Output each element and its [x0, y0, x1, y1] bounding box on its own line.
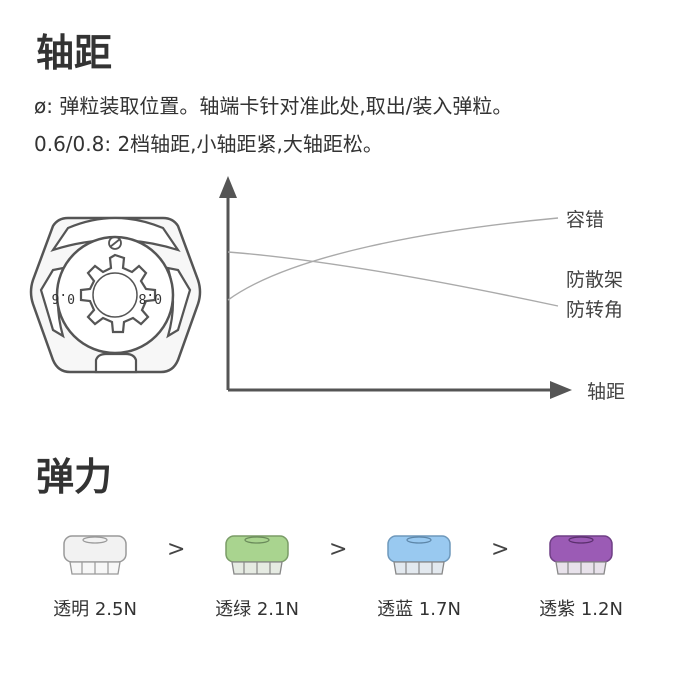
curve-anti-loosen — [227, 251, 559, 307]
x-axis-arrow — [550, 381, 572, 399]
spring-caption-green: 透绿 2.1N — [215, 599, 299, 620]
spring-icon-clear — [63, 535, 127, 575]
spring-icon-blue — [387, 535, 451, 575]
wheel-label-left: 0.6 — [52, 290, 75, 305]
spring-icon-purple — [549, 535, 613, 575]
description-line-1: ø: 弹粒装取位置。轴端卡针对准此处,取出/装入弹粒。 — [34, 94, 513, 118]
spring-caption-clear: 透明 2.5N — [53, 599, 137, 620]
separator-gt-3: > — [491, 537, 510, 562]
separator-gt-2: > — [329, 537, 348, 562]
wheel-label-right: 0.8 — [139, 290, 162, 305]
trend-graph — [219, 176, 572, 399]
x-axis-label: 轴距 — [587, 381, 626, 403]
curve-tolerance — [227, 217, 559, 301]
spring-caption-purple: 透紫 1.2N — [539, 599, 623, 620]
section-title-elasticity: 弹力 — [36, 455, 113, 499]
curve-label-tolerance: 容错 — [566, 209, 605, 231]
separator-gt-1: > — [167, 537, 186, 562]
wheel-diagram: 0.6 0.8 — [29, 216, 202, 374]
section-title-wheelbase: 轴距 — [36, 31, 113, 75]
wheel-clip-bottom — [94, 352, 138, 374]
wheel-hub-gear — [79, 253, 157, 334]
curve-label-anti-disassembly: 防散架 — [566, 269, 624, 291]
spring-caption-blue: 透蓝 1.7N — [377, 599, 461, 620]
wheel-clip-top — [50, 216, 181, 253]
curve-label-anti-rotation: 防转角 — [566, 299, 624, 321]
description-line-2: 0.6/0.8: 2档轴距,小轴距紧,大轴距松。 — [34, 132, 383, 156]
y-axis-arrow — [219, 176, 237, 198]
spring-icon-green — [225, 535, 289, 575]
pin-slot-marker — [108, 236, 122, 250]
